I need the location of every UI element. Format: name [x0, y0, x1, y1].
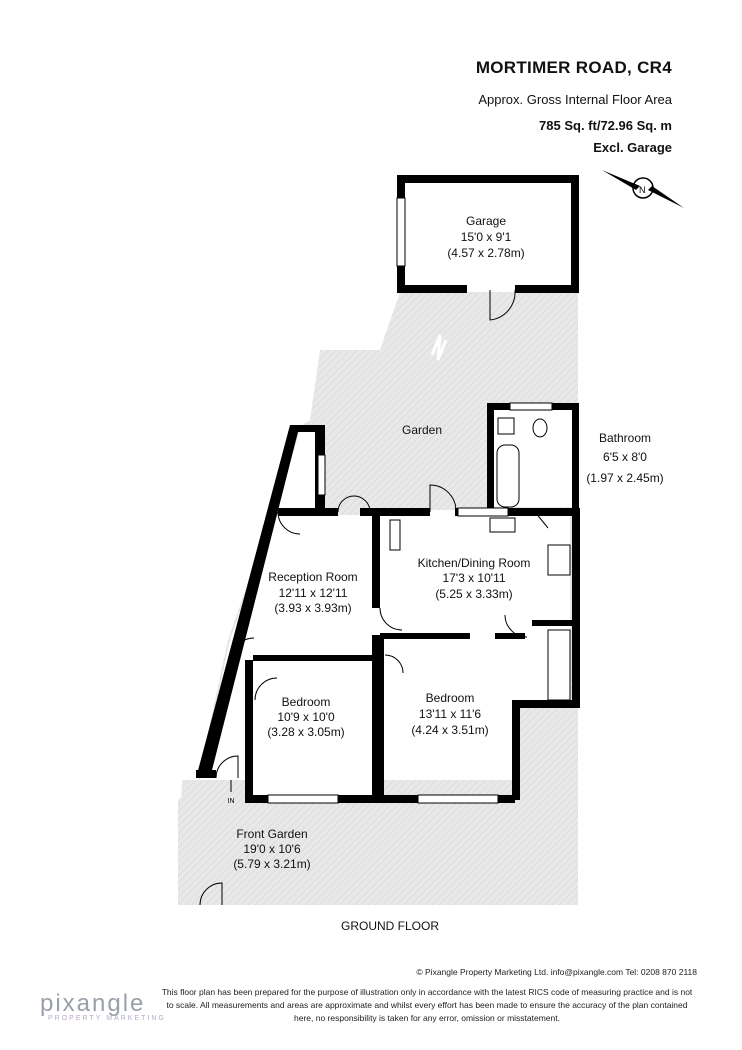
- toilet-icon: [532, 418, 548, 438]
- windows: [267, 454, 571, 804]
- bedroom1-imperial: 10'9 x 10'0: [277, 710, 335, 724]
- kitchen-imperial: 17'3 x 10'11: [442, 571, 505, 585]
- property-title: MORTIMER ROAD, CR4: [475, 58, 672, 77]
- reception-name: Reception Room: [268, 570, 357, 584]
- garage-floor: [402, 180, 574, 288]
- bedroom2-imperial: 13'11 x 11'6: [419, 707, 482, 721]
- garage-metric: (4.57 x 2.78m): [447, 246, 524, 260]
- footer-contact: © Pixangle Property Marketing Ltd. info@…: [416, 967, 697, 977]
- bedroom1-metric: (3.28 x 3.05m): [267, 725, 344, 739]
- bedroom2-metric: (4.24 x 3.51m): [411, 723, 488, 737]
- garden-name: Garden: [402, 423, 442, 437]
- kitchen-units: [389, 517, 571, 576]
- entrance-marker: IN: [228, 798, 235, 805]
- area-label: Approx. Gross Internal Floor Area: [478, 92, 672, 107]
- kitchen-name: Kitchen/Dining Room: [418, 556, 531, 570]
- compass-letter: N: [639, 185, 646, 195]
- bedroom2-name: Bedroom: [426, 691, 475, 705]
- front-garden-area: [178, 780, 378, 905]
- door-swings: [199, 484, 549, 906]
- compass-icon: N: [602, 170, 684, 208]
- front-garden-metric: (5.79 x 3.21m): [233, 857, 310, 871]
- kitchen-metric: (5.25 x 3.33m): [435, 587, 512, 601]
- bathroom-window: [509, 402, 553, 411]
- footer-disclaimer: This floor plan has been prepared for th…: [161, 987, 693, 1023]
- reception-imperial: 12'11 x 12'11: [279, 586, 348, 600]
- basin-icon: [497, 417, 515, 435]
- room-labels: Garage 15'0 x 9'1 (4.57 x 2.78m) Garden …: [228, 214, 664, 933]
- interior-area: [200, 430, 570, 800]
- garage-window: [396, 197, 406, 267]
- area-exclusion: Excl. Garage: [593, 140, 672, 155]
- area-value: 785 Sq. ft/72.96 Sq. m: [539, 118, 672, 133]
- floor-label: GROUND FLOOR: [341, 919, 439, 933]
- bathroom-name: Bathroom: [599, 431, 651, 445]
- front-garden-name: Front Garden: [236, 827, 307, 841]
- garage-door-swing: [489, 289, 516, 321]
- break-mark: [430, 334, 448, 361]
- garage-name: Garage: [466, 214, 506, 228]
- pixangle-logo: pixangle: [40, 990, 146, 1017]
- bathtub-icon: [496, 444, 520, 508]
- front-garden-imperial: 19'0 x 10'6: [243, 842, 301, 856]
- bathroom-imperial: 6'5 x 8'0: [603, 450, 647, 464]
- reception-metric: (3.93 x 3.93m): [274, 601, 351, 615]
- bedroom1-name: Bedroom: [282, 695, 331, 709]
- garage-imperial: 15'0 x 9'1: [461, 230, 512, 244]
- pixangle-logo-subtitle: PROPERTY MARKETING: [48, 1015, 166, 1022]
- bathroom-metric: (1.97 x 2.45m): [586, 471, 663, 485]
